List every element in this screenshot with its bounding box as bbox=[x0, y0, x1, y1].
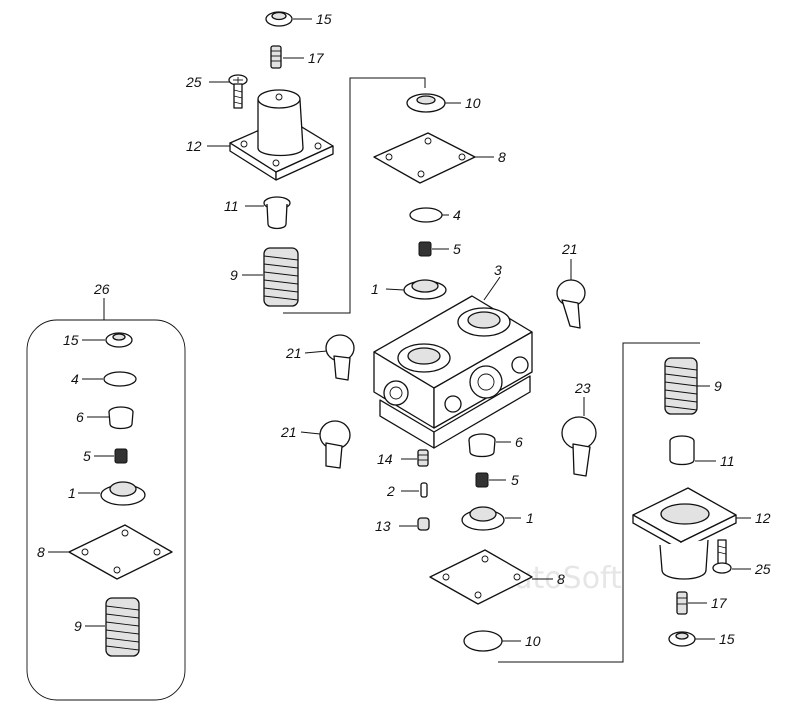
callout-23: 23 bbox=[574, 380, 591, 396]
callout-2: 2 bbox=[386, 483, 395, 499]
callout-21-bottom-left: 21 bbox=[280, 424, 297, 440]
callout-11-top: 11 bbox=[224, 198, 239, 214]
spring-9-right bbox=[664, 357, 698, 415]
valve-1-mid bbox=[461, 506, 505, 531]
callout-8-kit: 8 bbox=[37, 544, 45, 560]
disc-4-top bbox=[409, 207, 443, 223]
callout-8-top: 8 bbox=[498, 149, 506, 165]
callout-1-top: 1 bbox=[371, 281, 379, 297]
spring-9-top bbox=[263, 247, 299, 307]
diaphragm-8-bottom bbox=[429, 549, 533, 605]
callout-17-top: 17 bbox=[308, 50, 325, 66]
callout-13: 13 bbox=[375, 518, 391, 534]
spring-14 bbox=[417, 449, 429, 467]
callout-17-right: 17 bbox=[711, 595, 728, 611]
cover-12-top bbox=[229, 89, 334, 181]
spring-5-mid bbox=[475, 472, 489, 488]
cover-21-left bbox=[325, 334, 355, 381]
valve-1-top bbox=[403, 279, 447, 300]
spring-17-top bbox=[270, 45, 282, 69]
repair-kit-box bbox=[26, 319, 186, 701]
callout-15-right: 15 bbox=[719, 631, 735, 647]
callout-25-right: 25 bbox=[754, 561, 771, 577]
bushing-11-right bbox=[669, 435, 695, 466]
callout-15-kit: 15 bbox=[63, 332, 79, 348]
lower-assembly-bracket bbox=[498, 342, 700, 663]
callout-9-right: 9 bbox=[714, 378, 722, 394]
callout-21-top-right: 21 bbox=[561, 241, 578, 257]
callout-3: 3 bbox=[494, 262, 502, 278]
callout-9-top: 9 bbox=[230, 267, 238, 283]
cup-6-mid bbox=[468, 433, 496, 458]
callout-14: 14 bbox=[377, 451, 393, 467]
callout-4-top: 4 bbox=[453, 207, 461, 223]
seal-10-bottom bbox=[463, 630, 503, 652]
kit-valve-1 bbox=[100, 481, 146, 506]
cover-21-bottom-left bbox=[319, 420, 351, 469]
screw-25-right bbox=[712, 539, 732, 574]
cap-15-top bbox=[265, 11, 293, 27]
callout-6-kit: 6 bbox=[76, 409, 84, 425]
valve-body-3 bbox=[373, 295, 533, 449]
callout-5-kit: 5 bbox=[83, 448, 91, 464]
callout-26: 26 bbox=[93, 281, 110, 297]
housing-12-right bbox=[632, 487, 737, 580]
callout-15-top: 15 bbox=[316, 11, 332, 27]
callout-10-top: 10 bbox=[465, 95, 481, 111]
callout-1-kit: 1 bbox=[68, 485, 76, 501]
kit-spring-9 bbox=[105, 597, 140, 657]
diaphragm-8-top bbox=[373, 132, 476, 184]
callout-12-top: 12 bbox=[186, 138, 202, 154]
kit-cup-6 bbox=[108, 406, 134, 430]
callout-12-right: 12 bbox=[755, 510, 771, 526]
callout-21-left: 21 bbox=[285, 345, 302, 361]
kit-disc-4 bbox=[103, 371, 137, 387]
callout-5-top: 5 bbox=[453, 241, 461, 257]
spring-17-right bbox=[676, 591, 688, 615]
screw-25-top bbox=[228, 74, 248, 109]
callout-10-bottom: 10 bbox=[525, 633, 541, 649]
upper-assembly-bracket bbox=[283, 77, 426, 314]
kit-diaphragm-8 bbox=[68, 524, 173, 580]
kit-spring-5 bbox=[114, 448, 128, 464]
callout-6-mid: 6 bbox=[515, 434, 523, 450]
callout-11-right: 11 bbox=[720, 453, 735, 469]
kit-cap-15 bbox=[105, 332, 133, 348]
cover-21-right bbox=[556, 279, 586, 329]
callout-labels: 15 17 25 12 10 8 11 4 5 9 21 3 1 21 21 2… bbox=[37, 11, 771, 649]
callout-8-bottom: 8 bbox=[557, 571, 565, 587]
leader-lines bbox=[48, 18, 751, 642]
callout-9-kit: 9 bbox=[74, 618, 82, 634]
bushing-11-top bbox=[263, 196, 291, 230]
spring-5-top bbox=[418, 241, 432, 257]
callout-25-top: 25 bbox=[185, 74, 202, 90]
callout-1-mid: 1 bbox=[526, 510, 534, 526]
seal-10-top bbox=[406, 93, 446, 113]
ring-13 bbox=[417, 517, 430, 531]
cap-15-right bbox=[668, 631, 696, 647]
callout-5-mid: 5 bbox=[511, 472, 519, 488]
pin-2 bbox=[420, 482, 428, 498]
callout-4-kit: 4 bbox=[71, 371, 79, 387]
cover-23 bbox=[561, 416, 597, 477]
